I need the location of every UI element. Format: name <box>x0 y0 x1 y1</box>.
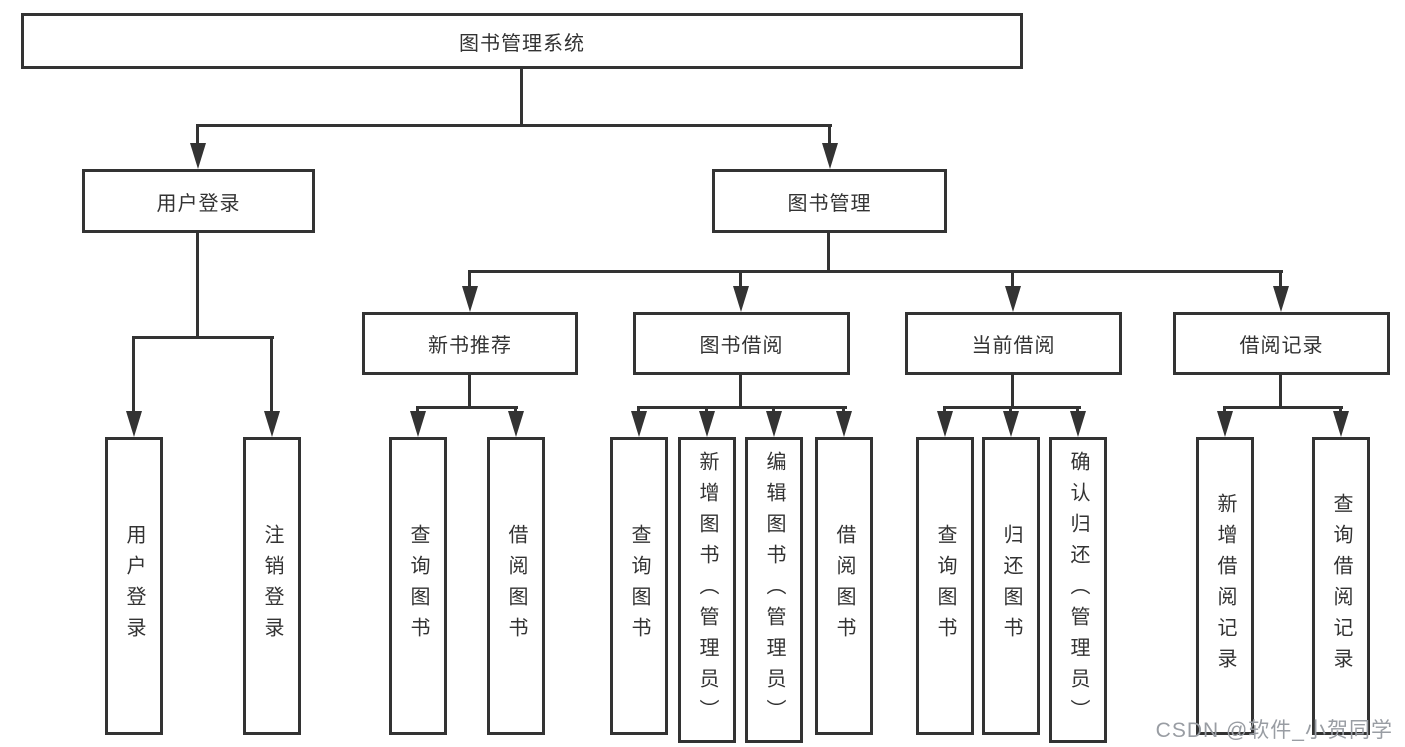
arrowhead-down-icon <box>190 143 206 169</box>
arrowhead-down-icon <box>126 411 142 437</box>
leaf-return-books: 归还图书 <box>982 437 1040 735</box>
leaf-edit-books-admin: 编辑图书（管理员） <box>745 437 803 743</box>
leaf-add-borrow-record: 新增借阅记录 <box>1196 437 1254 735</box>
connector-line <box>196 124 832 127</box>
node-borrowing-records: 借阅记录 <box>1173 312 1390 375</box>
connector-line <box>468 375 471 409</box>
arrowhead-down-icon <box>631 411 647 437</box>
connector-line <box>520 69 523 126</box>
watermark: CSDN @软件_小贺同学 <box>1155 719 1393 742</box>
leaf-query-borrow-record: 查询借阅记录 <box>1312 437 1370 735</box>
node-library-management-system: 图书管理系统 <box>21 13 1023 69</box>
connector-line <box>468 270 471 292</box>
connector-line <box>1011 270 1014 292</box>
arrowhead-down-icon <box>1217 411 1233 437</box>
connector-line <box>637 406 847 409</box>
connector-line <box>416 406 518 409</box>
node-current-borrowing: 当前借阅 <box>905 312 1122 375</box>
arrowhead-down-icon <box>410 411 426 437</box>
arrowhead-down-icon <box>1070 411 1086 437</box>
node-user-login: 用户登录 <box>82 169 315 233</box>
connector-line <box>828 124 831 154</box>
connector-line <box>739 270 742 292</box>
arrowhead-down-icon <box>699 411 715 437</box>
connector-line <box>132 336 274 339</box>
arrowhead-down-icon <box>1005 286 1021 312</box>
node-book-borrowing: 图书借阅 <box>633 312 850 375</box>
leaf-borrow-books: 借阅图书 <box>487 437 545 735</box>
leaf-confirm-return-admin: 确认归还（管理员） <box>1049 437 1107 743</box>
leaf-user-login: 用户登录 <box>105 437 163 735</box>
connector-line <box>739 375 742 409</box>
arrowhead-down-icon <box>836 411 852 437</box>
connector-line <box>943 406 1081 409</box>
arrowhead-down-icon <box>937 411 953 437</box>
connector-line <box>270 336 273 414</box>
leaf-query-books: 查询图书 <box>610 437 668 735</box>
arrowhead-down-icon <box>508 411 524 437</box>
arrowhead-down-icon <box>462 286 478 312</box>
leaf-borrow-books: 借阅图书 <box>815 437 873 735</box>
arrowhead-down-icon <box>822 143 838 169</box>
arrowhead-down-icon <box>1273 286 1289 312</box>
arrowhead-down-icon <box>766 411 782 437</box>
node-new-book-recommendation: 新书推荐 <box>362 312 578 375</box>
connector-line <box>1279 270 1282 292</box>
connector-line <box>827 233 830 273</box>
connector-line <box>196 124 199 154</box>
connector-line <box>1011 375 1014 409</box>
arrowhead-down-icon <box>733 286 749 312</box>
arrowhead-down-icon <box>264 411 280 437</box>
connector-line <box>132 336 135 414</box>
connector-line <box>1223 406 1343 409</box>
leaf-add-books-admin: 新增图书（管理员） <box>678 437 736 743</box>
arrowhead-down-icon <box>1333 411 1349 437</box>
arrowhead-down-icon <box>1003 411 1019 437</box>
leaf-query-books: 查询图书 <box>916 437 974 735</box>
leaf-logout: 注销登录 <box>243 437 301 735</box>
leaf-query-books: 查询图书 <box>389 437 447 735</box>
connector-line <box>196 233 199 339</box>
connector-line <box>1279 375 1282 409</box>
node-book-management: 图书管理 <box>712 169 947 233</box>
connector-line <box>468 270 1283 273</box>
